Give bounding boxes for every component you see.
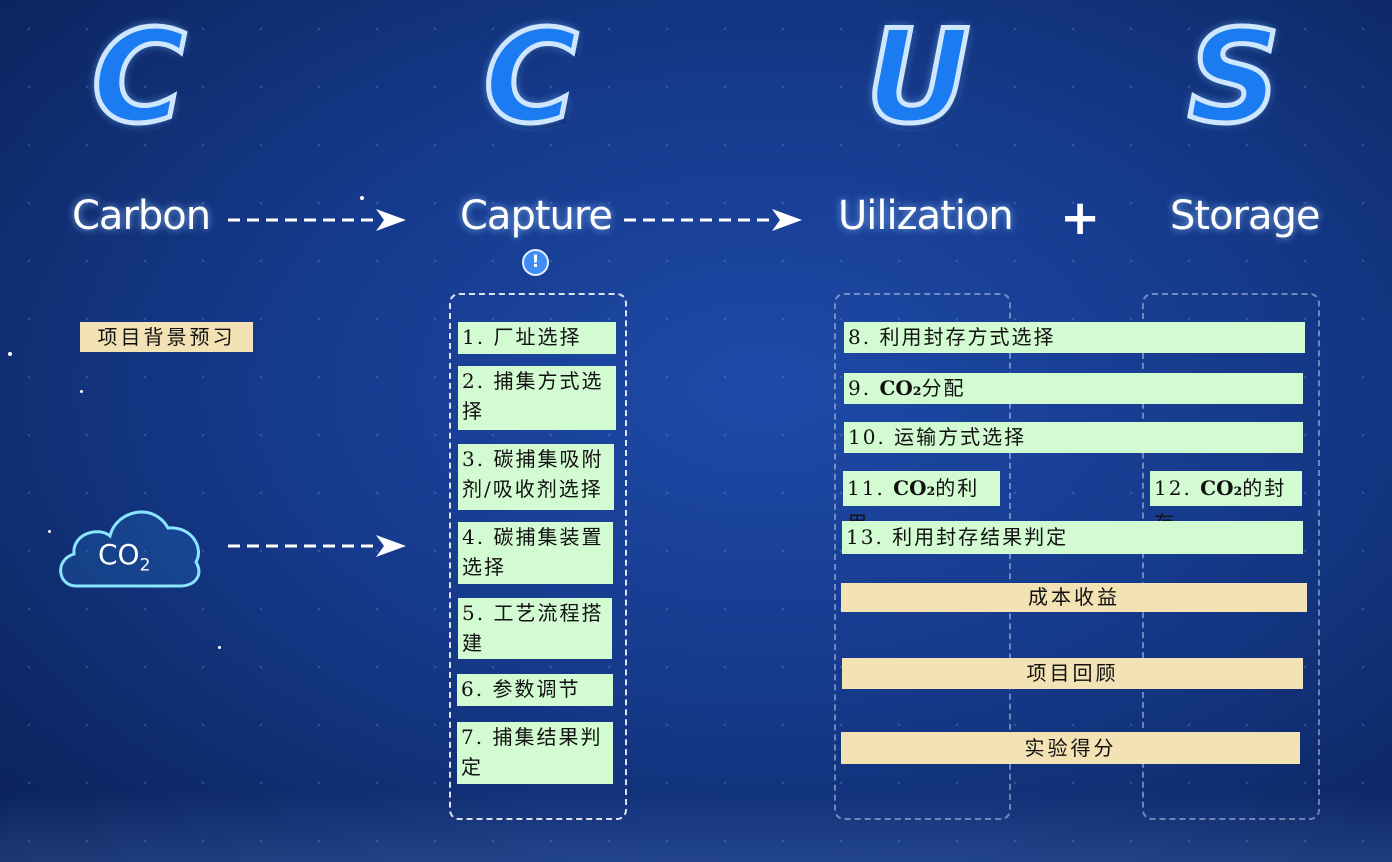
arrow-right-icon (228, 535, 406, 557)
big-letter-u: U (864, 3, 973, 152)
big-letter-s: S (1185, 3, 1282, 152)
capture-step-1[interactable]: 1. 厂址选择 (458, 322, 616, 354)
util-step-9-num: 9. (848, 376, 880, 400)
capture-step-3-line1: 3. 碳捕集吸附 (462, 447, 604, 471)
util-step-11-num: 11. (847, 476, 894, 500)
big-letter-c2: C (482, 3, 581, 152)
capture-step-3-line2: 剂/吸收剂选择 (462, 477, 603, 501)
word-storage: Storage (1170, 193, 1321, 239)
capture-steps-frame (449, 293, 627, 820)
util-step-9-chem: CO₂ (879, 376, 922, 400)
sparkle (80, 390, 83, 393)
storage-step-12-chem: CO₂ (1200, 476, 1243, 500)
co2-cloud-icon: CO2 (52, 496, 204, 592)
util-step-8[interactable]: 8. 利用封存方式选择 (844, 322, 1305, 353)
capture-step-7[interactable]: 7. 捕集结果判 定 (457, 722, 613, 784)
capture-step-5[interactable]: 5. 工艺流程搭 建 (458, 598, 612, 659)
storage-step-12-num: 12. (1154, 476, 1201, 500)
arrow-right-icon (624, 209, 802, 231)
sparkle (218, 646, 221, 649)
capture-step-7-line1: 7. 捕集结果判 (461, 725, 603, 749)
capture-step-6[interactable]: 6. 参数调节 (457, 674, 613, 706)
capture-step-4-line2: 选择 (462, 555, 506, 579)
capture-step-6-line1: 6. 参数调节 (461, 677, 581, 701)
capture-step-7-line2: 定 (461, 755, 483, 779)
util-step-10[interactable]: 10. 运输方式选择 (844, 422, 1303, 453)
capture-step-1-line1: 1. 厂址选择 (462, 325, 582, 349)
background-floor (0, 792, 1392, 862)
capture-step-4-line1: 4. 碳捕集装置 (462, 525, 604, 549)
capture-step-3[interactable]: 3. 碳捕集吸附 剂/吸收剂选择 (458, 444, 614, 510)
util-step-11-chem: CO₂ (893, 476, 936, 500)
experiment-score-button[interactable]: 实验得分 (841, 732, 1300, 764)
sparkle (8, 352, 12, 356)
util-step-13[interactable]: 13. 利用封存结果判定 (842, 521, 1303, 554)
big-letter-c1: C (90, 3, 189, 152)
info-icon[interactable]: ! (522, 249, 549, 276)
capture-step-5-line1: 5. 工艺流程搭 (462, 601, 604, 625)
capture-step-2-line1: 2. 捕集方式选 (462, 369, 604, 393)
sparkle (48, 530, 51, 533)
capture-step-2-line2: 择 (462, 399, 484, 423)
storage-steps-frame (1142, 293, 1320, 820)
capture-step-2[interactable]: 2. 捕集方式选 择 (458, 366, 616, 430)
util-step-9-text: 分配 (921, 376, 966, 400)
capture-step-5-line2: 建 (462, 631, 484, 655)
capture-step-4[interactable]: 4. 碳捕集装置 选择 (458, 522, 613, 584)
sparkle (360, 196, 364, 200)
word-capture: Capture (460, 193, 613, 239)
util-step-11[interactable]: 11. CO₂的利用 (843, 471, 1000, 535)
arrow-right-icon (228, 209, 406, 231)
storage-step-12[interactable]: 12. CO₂的封存 (1150, 471, 1302, 535)
project-review-button[interactable]: 项目回顾 (842, 658, 1303, 689)
co2-subscript: 2 (139, 555, 151, 576)
word-utilization: Uilization (838, 193, 1014, 239)
cost-benefit-button[interactable]: 成本收益 (841, 583, 1307, 612)
co2-label: CO (98, 538, 140, 571)
util-step-9[interactable]: 9. CO₂分配 (844, 373, 1303, 404)
utilization-steps-frame (834, 293, 1011, 820)
word-carbon: Carbon (72, 193, 211, 239)
project-background-preview-button[interactable]: 项目背景预习 (80, 322, 253, 352)
plus-sign: + (1060, 190, 1101, 246)
